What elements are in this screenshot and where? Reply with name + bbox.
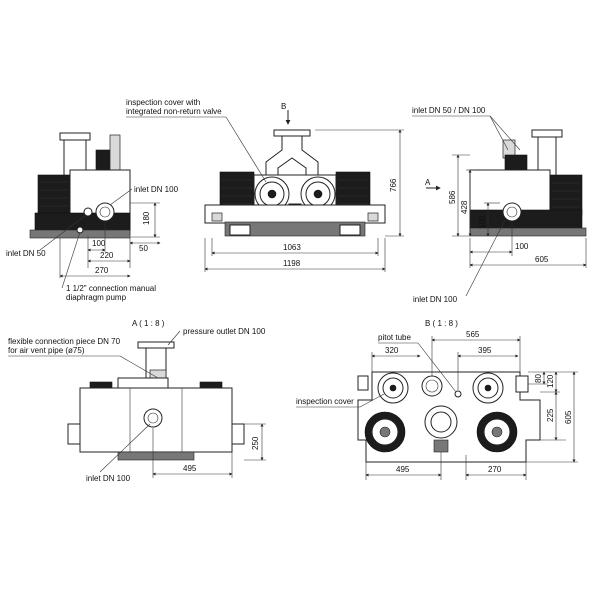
label-inlet-dn100: inlet DN 100 — [134, 185, 179, 194]
dim-586: 586 — [448, 190, 457, 204]
arrow-a-label: A — [425, 178, 431, 187]
label-pressure-outlet: pressure outlet DN 100 — [183, 327, 266, 336]
label-flexible-line2: for air vent pipe (ø75) — [8, 346, 85, 355]
dim-120: 120 — [546, 374, 555, 388]
side-view-left — [29, 132, 131, 239]
label-pitot-tube: pitot tube — [378, 333, 411, 342]
dim-605-right: 605 — [535, 255, 549, 264]
dim-80: 80 — [534, 374, 543, 383]
leaders-view-b: pitot tube inspection cover — [296, 333, 457, 408]
label-inspection-cover-line2: integrated non-return valve — [126, 107, 222, 116]
view-b: B ( 1 : 8 ) — [357, 319, 541, 463]
front-view-center: B — [204, 102, 386, 237]
dim-50: 50 — [139, 244, 148, 253]
dim-270-left: 270 — [95, 266, 109, 275]
label-inlet-dn50: inlet DN 50 — [6, 249, 46, 258]
dim-1063: 1063 — [283, 243, 301, 252]
dim-565: 565 — [466, 330, 480, 339]
dim-495-b: 495 — [396, 465, 410, 474]
label-inlet-dn50-dn100: inlet DN 50 / DN 100 — [412, 106, 486, 115]
dim-766: 766 — [389, 178, 398, 192]
label-flexible-line1: flexible connection piece DN 70 — [8, 337, 121, 346]
dim-428: 428 — [460, 200, 469, 214]
dim-250: 250 — [251, 436, 260, 450]
side-view-right: A — [425, 129, 587, 237]
arrow-b-label: B — [281, 102, 286, 111]
dim-180-right: 180 — [478, 215, 487, 229]
label-connection-line1: 1 1/2" connection manual — [66, 284, 156, 293]
dim-225: 225 — [546, 408, 555, 422]
leaders-view-right: inlet DN 50 / DN 100 inlet DN 100 — [412, 106, 521, 304]
view-b-label: B ( 1 : 8 ) — [425, 319, 458, 328]
dim-320: 320 — [385, 346, 399, 355]
label-inlet-dn100-bottom: inlet DN 100 — [86, 474, 131, 483]
dims-view-center: 1063 1198 766 — [204, 129, 404, 272]
view-a: A ( 1 : 8 ) — [67, 319, 245, 461]
dim-100-right: 100 — [515, 242, 529, 251]
dims-view-right: 586 428 180 100 605 — [448, 154, 587, 268]
dim-180-left: 180 — [142, 211, 151, 225]
leaders-view-center: inspection cover with integrated non-ret… — [126, 98, 267, 183]
dim-220: 220 — [100, 251, 114, 260]
dim-605-b: 605 — [564, 410, 573, 424]
dim-1198: 1198 — [283, 259, 301, 268]
dim-270-b: 270 — [488, 465, 502, 474]
leaders-view-a: pressure outlet DN 100 flexible connecti… — [8, 327, 266, 483]
dims-view-b: 565 320 395 80 120 225 605 495 270 — [365, 330, 578, 480]
label-connection-line2: diaphragm pump — [66, 293, 127, 302]
dim-395: 395 — [478, 346, 492, 355]
dims-view-a: 250 495 — [152, 423, 266, 478]
dims-view-left: 180 50 100 220 270 — [59, 202, 161, 278]
label-inspection-cover: inspection cover — [296, 397, 354, 406]
view-a-label: A ( 1 : 8 ) — [132, 319, 165, 328]
label-inspection-cover-line1: inspection cover with — [126, 98, 200, 107]
dim-100-left: 100 — [92, 239, 106, 248]
dim-495-a: 495 — [183, 464, 197, 473]
leaders-view-left: inlet DN 100 inlet DN 50 1 1/2" connecti… — [6, 185, 179, 302]
label-inlet-dn100-right: inlet DN 100 — [413, 295, 458, 304]
